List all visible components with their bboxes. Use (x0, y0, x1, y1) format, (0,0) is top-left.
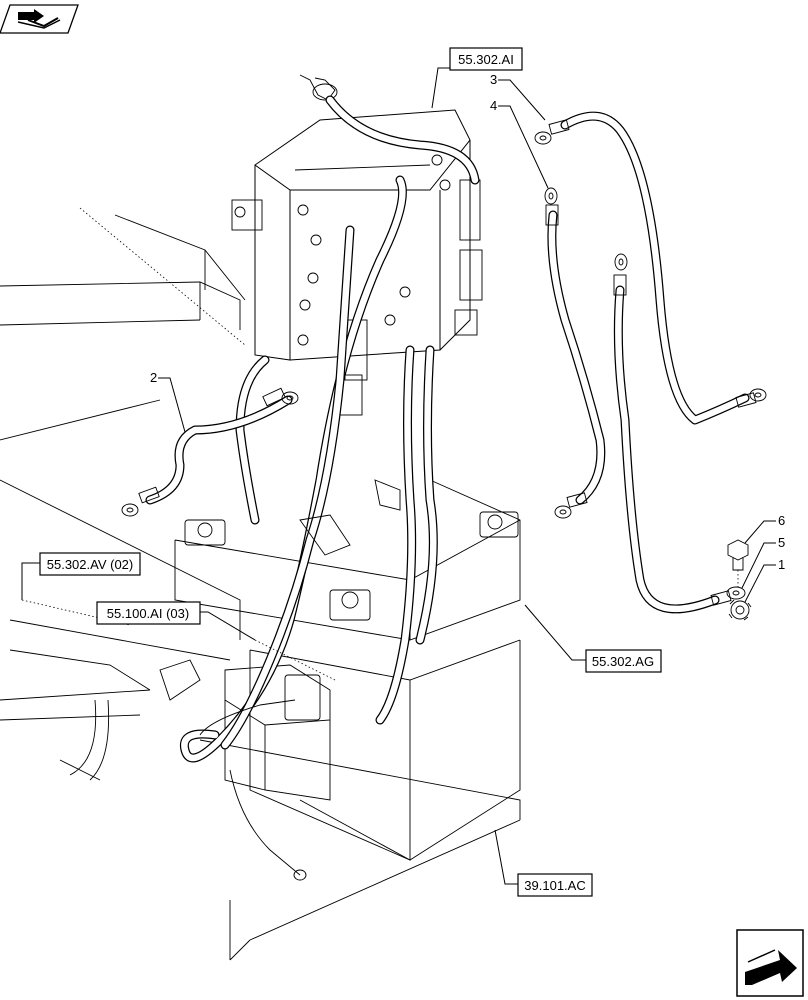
book-arrow-icon[interactable] (0, 4, 79, 34)
ref-55100AI-callout[interactable]: 55.100.AI (03) (96, 601, 336, 681)
lock-washer-part-1 (728, 599, 752, 621)
ref-55302AG-label: 55.302.AG (592, 654, 654, 669)
callout-6: 6 (744, 513, 785, 544)
callout-5: 5 (741, 535, 785, 589)
mounting-block (224, 664, 331, 801)
callout-3: 3 (490, 72, 546, 121)
ref-55302AI-label: 55.302.AI (458, 52, 514, 67)
callout-5-number: 5 (778, 535, 785, 550)
next-page-arrow-icon[interactable] (736, 929, 804, 997)
connector (299, 74, 480, 185)
cable-part-3 (534, 111, 767, 425)
callout-3-number: 3 (490, 72, 497, 87)
cable-part-4 (544, 187, 606, 519)
ref-55302AV-label: 55.302.AV (02) (47, 557, 133, 572)
support-tray (199, 739, 521, 961)
ref-55100AI-label: 55.100.AI (03) (107, 606, 189, 621)
ref-55302AI-callout[interactable]: 55.302.AI (431, 47, 523, 109)
cable-ground (613, 253, 746, 614)
chassis-frame (0, 207, 246, 781)
callout-6-number: 6 (778, 513, 785, 528)
wiring-harness (159, 175, 438, 881)
control-box (231, 109, 483, 416)
ref-39101AC-label: 39.101.AC (524, 878, 585, 893)
bolt-part-6 (727, 539, 749, 590)
callout-2-number: 2 (150, 370, 157, 385)
callout-2: 2 (150, 370, 186, 433)
callout-4: 4 (490, 98, 549, 189)
callout-1: 1 (744, 557, 785, 603)
callout-1-number: 1 (778, 557, 785, 572)
ref-55302AG-callout[interactable]: 55.302.AG (524, 604, 662, 673)
cable-part-2 (121, 387, 299, 517)
callout-4-number: 4 (490, 98, 497, 113)
ref-39101AC-callout[interactable]: 39.101.AC (494, 829, 593, 897)
